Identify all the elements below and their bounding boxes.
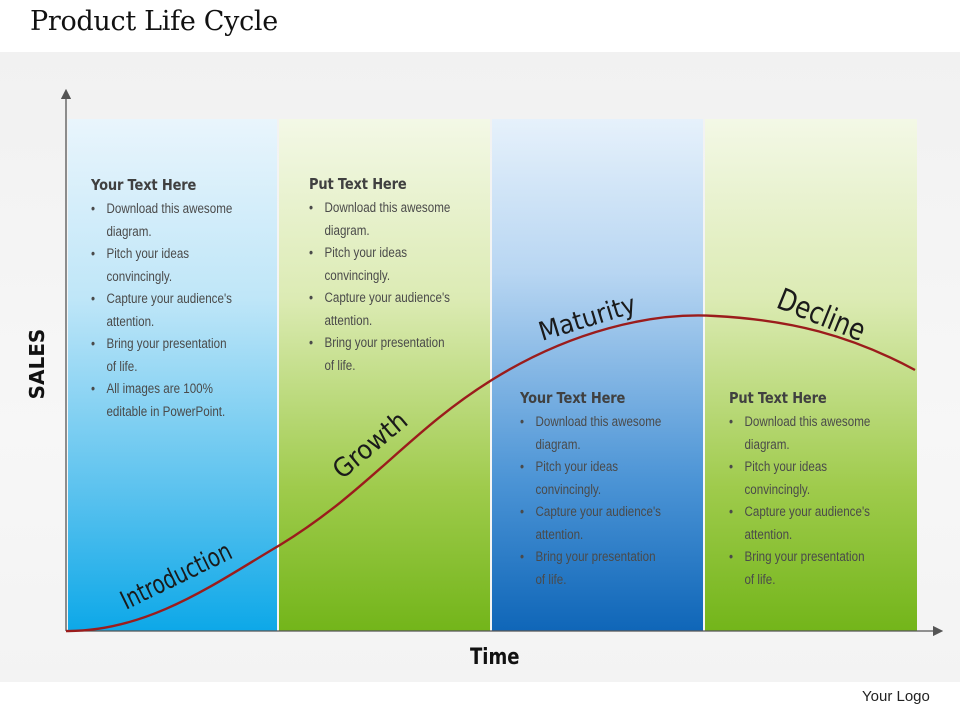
y-axis-label: SALES: [25, 328, 49, 400]
list-item: •Download this awesome diagram.: [309, 200, 451, 238]
stage-maturity-label: Maturity: [535, 290, 639, 348]
text-block-1: Your Text Here •Download this awesome di…: [91, 176, 291, 423]
panel-growth: [279, 119, 490, 631]
panel-decline: [705, 119, 917, 631]
list-item: •Download this awesome diagram.: [520, 414, 662, 452]
list-item: •Bring your presentation of life.: [520, 549, 656, 587]
list-item: •Download this awesome diagram.: [729, 414, 871, 452]
list-item: •Capture your audience's attention.: [91, 291, 232, 329]
list-item: •Capture your audience's attention.: [309, 290, 450, 328]
block-heading: Your Text Here: [520, 389, 626, 407]
logo-text: Your Logo: [862, 688, 930, 705]
list-item: •Pitch your ideas convincingly.: [91, 246, 190, 284]
text-block-2: Put Text Here •Download this awesome dia…: [309, 175, 509, 377]
list-item: •Pitch your ideas convincingly.: [729, 459, 828, 497]
list-item: •Pitch your ideas convincingly.: [520, 459, 619, 497]
list-item: •Bring your presentation of life.: [309, 335, 445, 373]
page-title: Product Life Cycle: [30, 6, 278, 37]
list-item: •All images are 100% editable in PowerPo…: [91, 381, 226, 419]
list-item: •Capture your audience's attention.: [729, 504, 870, 542]
text-block-3: Your Text Here •Download this awesome di…: [520, 389, 720, 591]
list-item: •Pitch your ideas convincingly.: [309, 245, 408, 283]
list-item: •Bring your presentation of life.: [91, 336, 227, 374]
block-heading: Your Text Here: [91, 176, 197, 194]
stage-growth-label: Growth: [327, 406, 414, 486]
panel-maturity: [492, 119, 703, 631]
panel-introduction: [68, 119, 277, 631]
block-heading: Put Text Here: [309, 175, 407, 193]
list-item: •Bring your presentation of life.: [729, 549, 865, 587]
life-cycle-curve: [65, 314, 916, 633]
list-item: •Download this awesome diagram.: [91, 201, 233, 239]
list-item: •Capture your audience's attention.: [520, 504, 661, 542]
text-block-4: Put Text Here •Download this awesome dia…: [729, 389, 929, 591]
x-axis-label: Time: [470, 645, 520, 670]
stage-decline-label: Decline: [772, 282, 870, 349]
block-heading: Put Text Here: [729, 389, 827, 407]
